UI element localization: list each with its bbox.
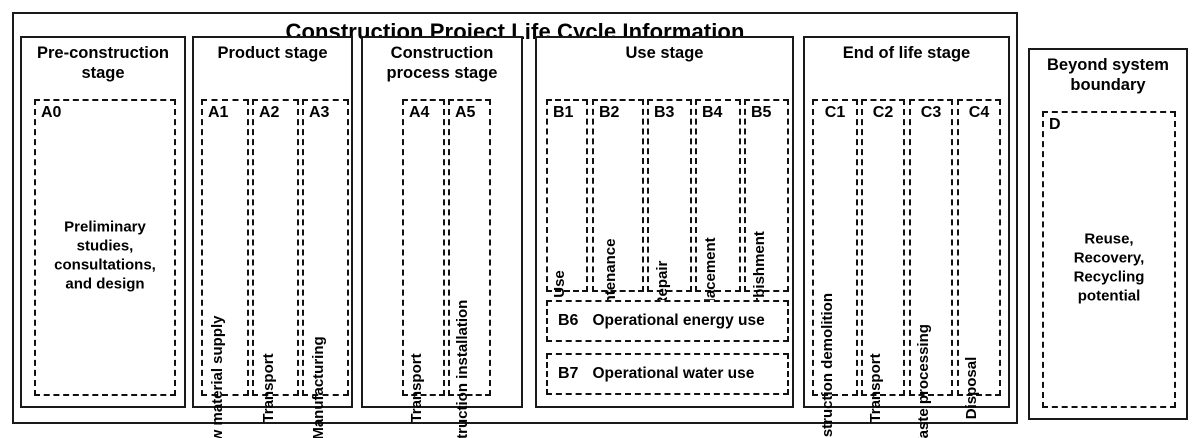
module-code-a1: A1 [208, 104, 229, 121]
module-label-c1: Deconstruction demolition [819, 292, 836, 438]
module-b7[interactable]: B7 Operational water use [546, 353, 789, 395]
module-code-b1: B1 [553, 104, 574, 121]
stage-end-of-life[interactable]: End of life stage C1 Deconstruction demo… [803, 36, 1010, 438]
stage-title-beyond-system-boundary: Beyond system boundary [1047, 56, 1169, 94]
stage-title-end-of-life: End of life stage [842, 44, 971, 62]
module-label-a2: Transport [259, 353, 277, 423]
module-label-a0: Preliminary studies, consultations, and … [54, 218, 156, 293]
module-code-a5: A5 [455, 104, 476, 121]
module-b4[interactable]: B4 Replacement [695, 99, 741, 331]
module-label-c3: Waste processing [915, 324, 932, 438]
module-code-b4: B4 [702, 104, 723, 121]
module-code-c1: C1 [824, 104, 846, 121]
module-a2[interactable]: A2 Transport [252, 99, 299, 423]
module-label-c2: Transport [867, 353, 884, 423]
module-label-b7: Operational water use [592, 365, 755, 382]
module-code-c2: C2 [872, 104, 894, 121]
module-a0[interactable]: A0 Preliminary studies, consultations, a… [34, 99, 176, 396]
module-code-b5: B5 [751, 104, 772, 121]
module-c1[interactable]: C1 Deconstruction demolition [812, 99, 858, 438]
stage-beyond-system-boundary[interactable]: Beyond system boundary D Reuse, Recovery… [1028, 48, 1188, 420]
module-b5[interactable]: B5 Refurbishment [744, 99, 789, 337]
module-code-c3: C3 [920, 104, 942, 121]
module-label-a4: Transport [407, 353, 425, 423]
module-label-d: Reuse, Recovery, Recycling potential [1073, 230, 1145, 305]
module-label-a1: Raw material supply [209, 315, 226, 438]
module-b2[interactable]: B2 Maintenance [592, 99, 644, 329]
module-code-b2: B2 [599, 104, 620, 121]
module-a3[interactable]: A3 Manufacturing [302, 99, 349, 438]
module-code-b6: B6 [558, 312, 579, 329]
module-code-a4: A4 [409, 104, 430, 121]
module-code-a3: A3 [309, 104, 330, 121]
stage-title-product: Product stage [217, 44, 328, 62]
module-label-c4: Disposal [963, 356, 980, 420]
module-b1[interactable]: B1 Use [546, 99, 588, 298]
stage-title-pre-construction: Pre-construction stage [36, 44, 170, 82]
module-c3[interactable]: C3 Waste processing [909, 99, 953, 438]
stage-pre-construction[interactable]: Pre-construction stage A0 Preliminary st… [20, 36, 186, 408]
module-c4[interactable]: C4 Disposal [957, 99, 1001, 419]
module-code-b3: B3 [654, 104, 675, 121]
module-a1[interactable]: A1 Raw material supply [201, 99, 249, 438]
module-b6[interactable]: B6 Operational energy use [546, 300, 789, 342]
stage-use[interactable]: Use stage B1 Use B2 Maintenance B3 Repai… [535, 36, 794, 408]
stage-product[interactable]: Product stage A1 Raw material supply A2 … [192, 36, 353, 438]
stage-title-use: Use stage [625, 44, 704, 62]
module-c2[interactable]: C2 Transport [861, 99, 905, 423]
module-code-c4: C4 [968, 104, 990, 121]
stage-construction-process[interactable]: Construction process stage A4 Transport … [361, 36, 523, 438]
module-a4[interactable]: A4 Transport [402, 99, 445, 423]
module-d[interactable]: D Reuse, Recovery, Recycling potential [1042, 111, 1176, 408]
module-code-d: D [1049, 116, 1061, 133]
module-a5[interactable]: A5 Construction installation [448, 99, 491, 438]
module-label-b1: Use [551, 270, 568, 298]
module-label-a3: Manufacturing [309, 336, 327, 438]
module-code-a0: A0 [41, 104, 62, 121]
module-b3[interactable]: B3 Repair [647, 99, 692, 307]
module-label-a5: Construction installation [453, 299, 471, 438]
module-label-b6: Operational energy use [592, 312, 765, 329]
module-code-b7: B7 [558, 365, 579, 382]
stage-title-construction-process: Construction process stage [386, 44, 498, 82]
module-code-a2: A2 [259, 104, 280, 121]
